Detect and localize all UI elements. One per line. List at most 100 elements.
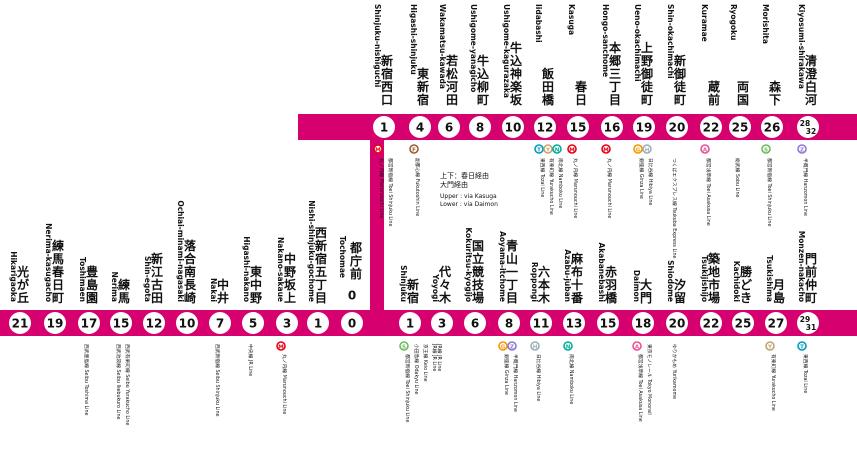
station-number: 4	[416, 121, 424, 135]
svg-text:合: 合	[184, 251, 197, 266]
svg-text:練: 練	[118, 277, 130, 292]
station-number-circle	[431, 312, 453, 334]
station-number-circle	[729, 116, 751, 138]
upper-transfer-line: 南北線 Namboku Line	[557, 158, 564, 208]
svg-text:目: 目	[609, 93, 621, 107]
svg-text:徒: 徒	[640, 79, 654, 94]
station-number: 8	[476, 121, 484, 135]
station-number: 28	[800, 119, 810, 128]
svg-text:上: 上	[284, 290, 296, 305]
lower-station-yoyogi: 3	[431, 312, 453, 334]
lower-station-nakano-sakaue: 3	[276, 312, 298, 334]
lower-station-name-ja: 月島	[772, 278, 785, 305]
svg-text:馬: 馬	[52, 252, 64, 266]
lower-station-name-ja: 東中野	[250, 264, 262, 305]
transfer-icon-ring	[399, 341, 409, 351]
upper-station-name-ja: 飯田橋	[541, 66, 555, 107]
upper-station-higashi-shinjuku: 4	[409, 116, 431, 138]
upper-station-ryogoku: 25	[729, 116, 751, 138]
legend-route-lower-en: Lower : via Daimon	[440, 201, 498, 208]
lower-transfer-line: 都営新宿線 Toei Shinjuku Line	[404, 354, 411, 422]
svg-text:澄: 澄	[805, 66, 818, 81]
lower-station-name-en: Shinjuku	[399, 265, 408, 302]
lower-station-name-en: Ochiai-minami-nagasaki	[176, 200, 185, 302]
station-number-circle	[567, 116, 589, 138]
station-number-circle	[534, 116, 556, 138]
lower-transfer-line: 都営浅草線 Toei Asakusa Line	[637, 354, 644, 422]
transfer-icon-letter: Z	[800, 147, 804, 153]
lower-transfer-line: 西武新宿線 Seibu Shinjuku Line	[214, 344, 221, 417]
svg-text:仲: 仲	[805, 277, 817, 292]
svg-text:井: 井	[217, 290, 229, 305]
svg-text:野: 野	[284, 265, 296, 279]
svg-text:上: 上	[641, 40, 653, 55]
lower-station-name-en: Akabanebashi	[597, 242, 606, 302]
svg-text:牛: 牛	[477, 53, 489, 68]
lower-station-name-ja: 新宿	[407, 277, 419, 305]
transfer-icon-ring	[373, 144, 383, 154]
svg-text:庁: 庁	[349, 253, 362, 268]
svg-text:東: 東	[417, 66, 429, 81]
lower-station-name-en: Yoyogi	[431, 273, 440, 302]
lower-transfer-line: 半蔵門線 Hanzomon Line	[512, 354, 519, 412]
svg-text:込: 込	[477, 66, 489, 81]
lower-station-name-en: Nakai	[209, 278, 218, 302]
svg-text:丁: 丁	[609, 80, 621, 94]
lower-transfer-line: 中央線 JR Line	[247, 344, 254, 376]
svg-text:新: 新	[674, 53, 686, 68]
transfer-icon-ring	[567, 144, 577, 154]
upper-station-hongo-sanchome: 16	[601, 116, 623, 138]
transfer-icon-letter: M	[375, 147, 380, 153]
svg-text:地: 地	[708, 264, 720, 279]
station-number: 20	[669, 121, 686, 135]
svg-text:新: 新	[151, 251, 163, 266]
svg-text:馬: 馬	[118, 291, 130, 305]
lower-station-name-ja: 光が丘	[16, 264, 29, 305]
upper-transfer-line: 丸ノ内線 Marunouchi Line	[606, 158, 613, 218]
lower-station-name-ja: 大門	[640, 277, 652, 305]
station-number-circle	[44, 312, 66, 334]
upper-station-kuramae: 22	[700, 116, 722, 138]
transfer-icon-letter: N	[566, 344, 571, 350]
svg-text:楽: 楽	[510, 79, 523, 94]
transfer-icon-ring	[563, 341, 573, 351]
lower-transfer-line: 東西線 Tozai Line	[802, 354, 809, 393]
svg-text:前: 前	[805, 264, 817, 279]
svg-text:練: 練	[52, 238, 64, 253]
station-number-circle	[464, 312, 486, 334]
station-number: 13	[566, 317, 583, 331]
upper-station-ueno-okachimachi: 19	[633, 116, 655, 138]
svg-text:月: 月	[772, 278, 785, 292]
transfer-icon-letter: G	[636, 147, 641, 153]
transfer-icon-h: H	[530, 341, 540, 351]
lower-transfer-line: 京王線 Keio Line	[422, 344, 429, 382]
lower-station-name-ja: 勝どき	[740, 264, 753, 305]
svg-text:蔵: 蔵	[708, 79, 720, 94]
svg-text:町: 町	[477, 93, 489, 107]
svg-text:場: 場	[708, 290, 720, 305]
svg-text:徒: 徒	[673, 79, 687, 94]
upper-station-name-en: Ryogoku	[729, 4, 738, 40]
station-number-circle	[797, 116, 819, 138]
svg-text:新: 新	[315, 238, 327, 253]
svg-text:坂: 坂	[284, 277, 297, 292]
upper-station-shinjuku-nishiguchi: 1	[373, 116, 395, 138]
svg-text:田: 田	[542, 80, 554, 94]
station-number-circle	[601, 116, 623, 138]
lower-station-shin-egota: 12	[143, 312, 165, 334]
station-number-circle	[373, 116, 395, 138]
upper-station-name-en: Kuramae	[700, 4, 709, 42]
upper-station-name-en: Ushigome-kagurazaka	[502, 4, 511, 98]
station-number: 20	[669, 317, 686, 331]
lower-station-name-en: Shiodome	[666, 260, 675, 302]
svg-text:新: 新	[381, 53, 393, 68]
lower-station-nerima-kasugacho: 19	[44, 312, 66, 334]
upper-station-name-ja: 東新宿	[417, 66, 429, 107]
lower-transfer-line: 西武有楽町線 Seibu Yurakucho Line	[124, 344, 131, 425]
lower-station-kokuritsu-kyogijo: 6	[464, 312, 486, 334]
